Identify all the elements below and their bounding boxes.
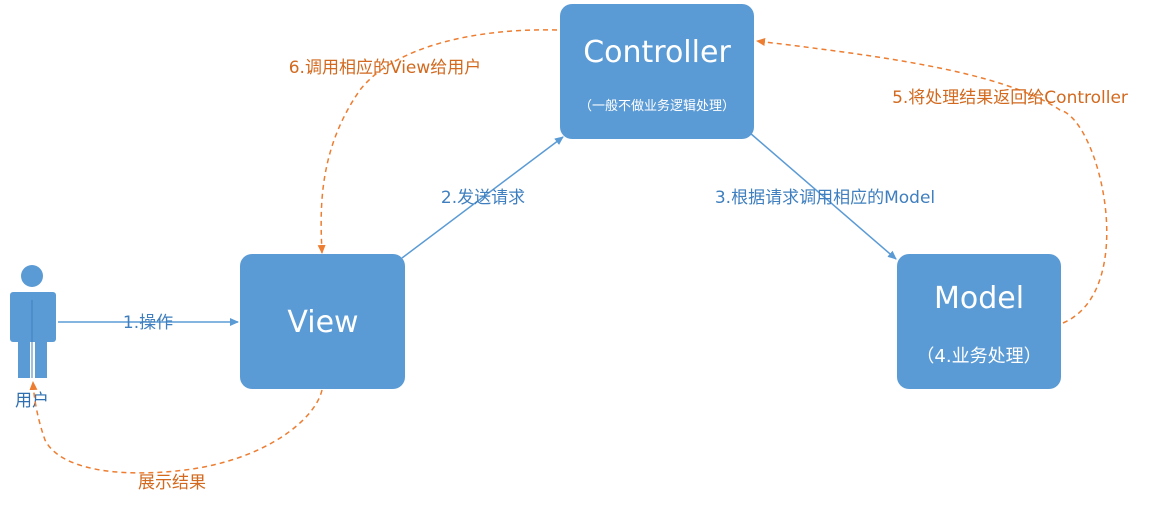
edge-label-call-view: 6.调用相应的View给用户 [289, 58, 482, 78]
arrow-view-to-user [29, 381, 323, 474]
edge-label-send-request: 2.发送请求 [441, 188, 525, 208]
controller-subtitle: （一般不做业务逻辑处理） [579, 98, 735, 114]
arrow-controller-to-view [317, 29, 558, 254]
model-title: Model [934, 281, 1024, 316]
model-subtitle: （4.业务处理） [916, 346, 1041, 367]
view-box[interactable]: View [240, 254, 405, 389]
view-title: View [287, 305, 358, 340]
user-icon [10, 265, 56, 378]
edge-label-return-result: 5.将处理结果返回给Controller [892, 88, 1128, 108]
arrow-controller-to-model [749, 132, 897, 260]
controller-title: Controller [583, 35, 731, 70]
edge-label-call-model: 3.根据请求调用相应的Model [715, 188, 935, 208]
edge-label-operate: 1.操作 [123, 313, 173, 333]
model-box[interactable]: Model （4.业务处理） [897, 254, 1061, 389]
user-label: 用户 [15, 391, 49, 411]
controller-box[interactable]: Controller （一般不做业务逻辑处理） [560, 4, 754, 139]
edge-label-show-result: 展示结果 [138, 473, 206, 493]
arrow-model-to-controller [756, 38, 1108, 324]
arrow-view-to-controller [401, 136, 564, 259]
